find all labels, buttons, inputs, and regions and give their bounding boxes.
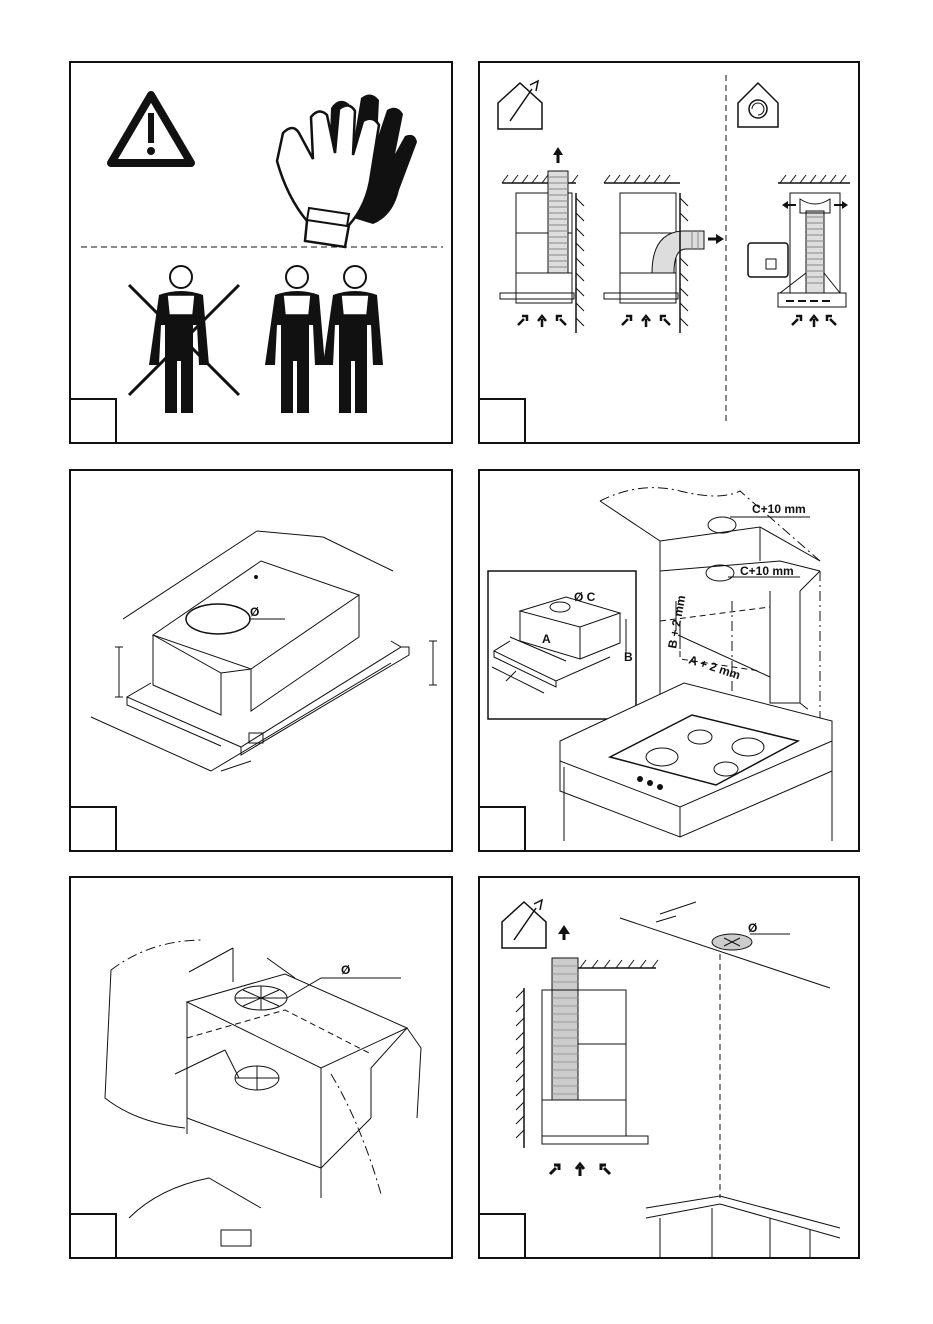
- recirculation-house-icon: [738, 83, 778, 127]
- panel-safety: [69, 61, 453, 444]
- inset-diameter-label: Ø C: [574, 590, 596, 604]
- hood-inset: [488, 571, 636, 719]
- panel-ceiling-duct: Ø: [478, 876, 860, 1259]
- inset-a-label: A: [542, 632, 551, 646]
- panel-number-box: [69, 1213, 117, 1259]
- panel-number-box: [69, 806, 117, 852]
- height-label: B + 2 mm: [665, 594, 688, 649]
- panel-number-box: [478, 806, 526, 852]
- vertical-extraction-diagram: [500, 147, 584, 333]
- panel-cabinet-holes: Ø: [69, 876, 453, 1259]
- cutout-bottom-label: C+10 mm: [740, 564, 794, 578]
- panel-hood-dimensions: Ø: [69, 469, 453, 852]
- ceiling-duct-drawing: [516, 902, 840, 1259]
- cabinet-holes-drawing: [105, 940, 421, 1246]
- panel-cabinet-cutouts: C+10 mm C+10 mm Ø C A B A + 2 mm B + 2 m…: [478, 469, 860, 852]
- panel-number-box: [478, 398, 526, 444]
- extraction-house-icon: [498, 81, 542, 129]
- warning-icon: [111, 95, 191, 163]
- diameter-label: Ø: [250, 605, 259, 619]
- panel-number-box: [69, 398, 117, 444]
- cutout-top-label: C+10 mm: [752, 502, 806, 516]
- diameter-label: Ø: [341, 963, 350, 977]
- panel-operation-modes: [478, 61, 860, 444]
- width-label: A + 2 mm: [687, 653, 742, 683]
- panel-number-box: [478, 1213, 526, 1259]
- diameter-label: Ø: [748, 921, 757, 935]
- gloves-icon: [277, 94, 417, 247]
- horizontal-extraction-diagram: [604, 175, 724, 333]
- hood-isometric-drawing: [91, 531, 437, 771]
- inset-b-label: B: [624, 650, 633, 664]
- extraction-house-icon: [502, 900, 546, 948]
- recirculation-diagram: [748, 175, 850, 327]
- single-person-icon: [129, 266, 239, 413]
- two-persons-icon: [265, 266, 383, 413]
